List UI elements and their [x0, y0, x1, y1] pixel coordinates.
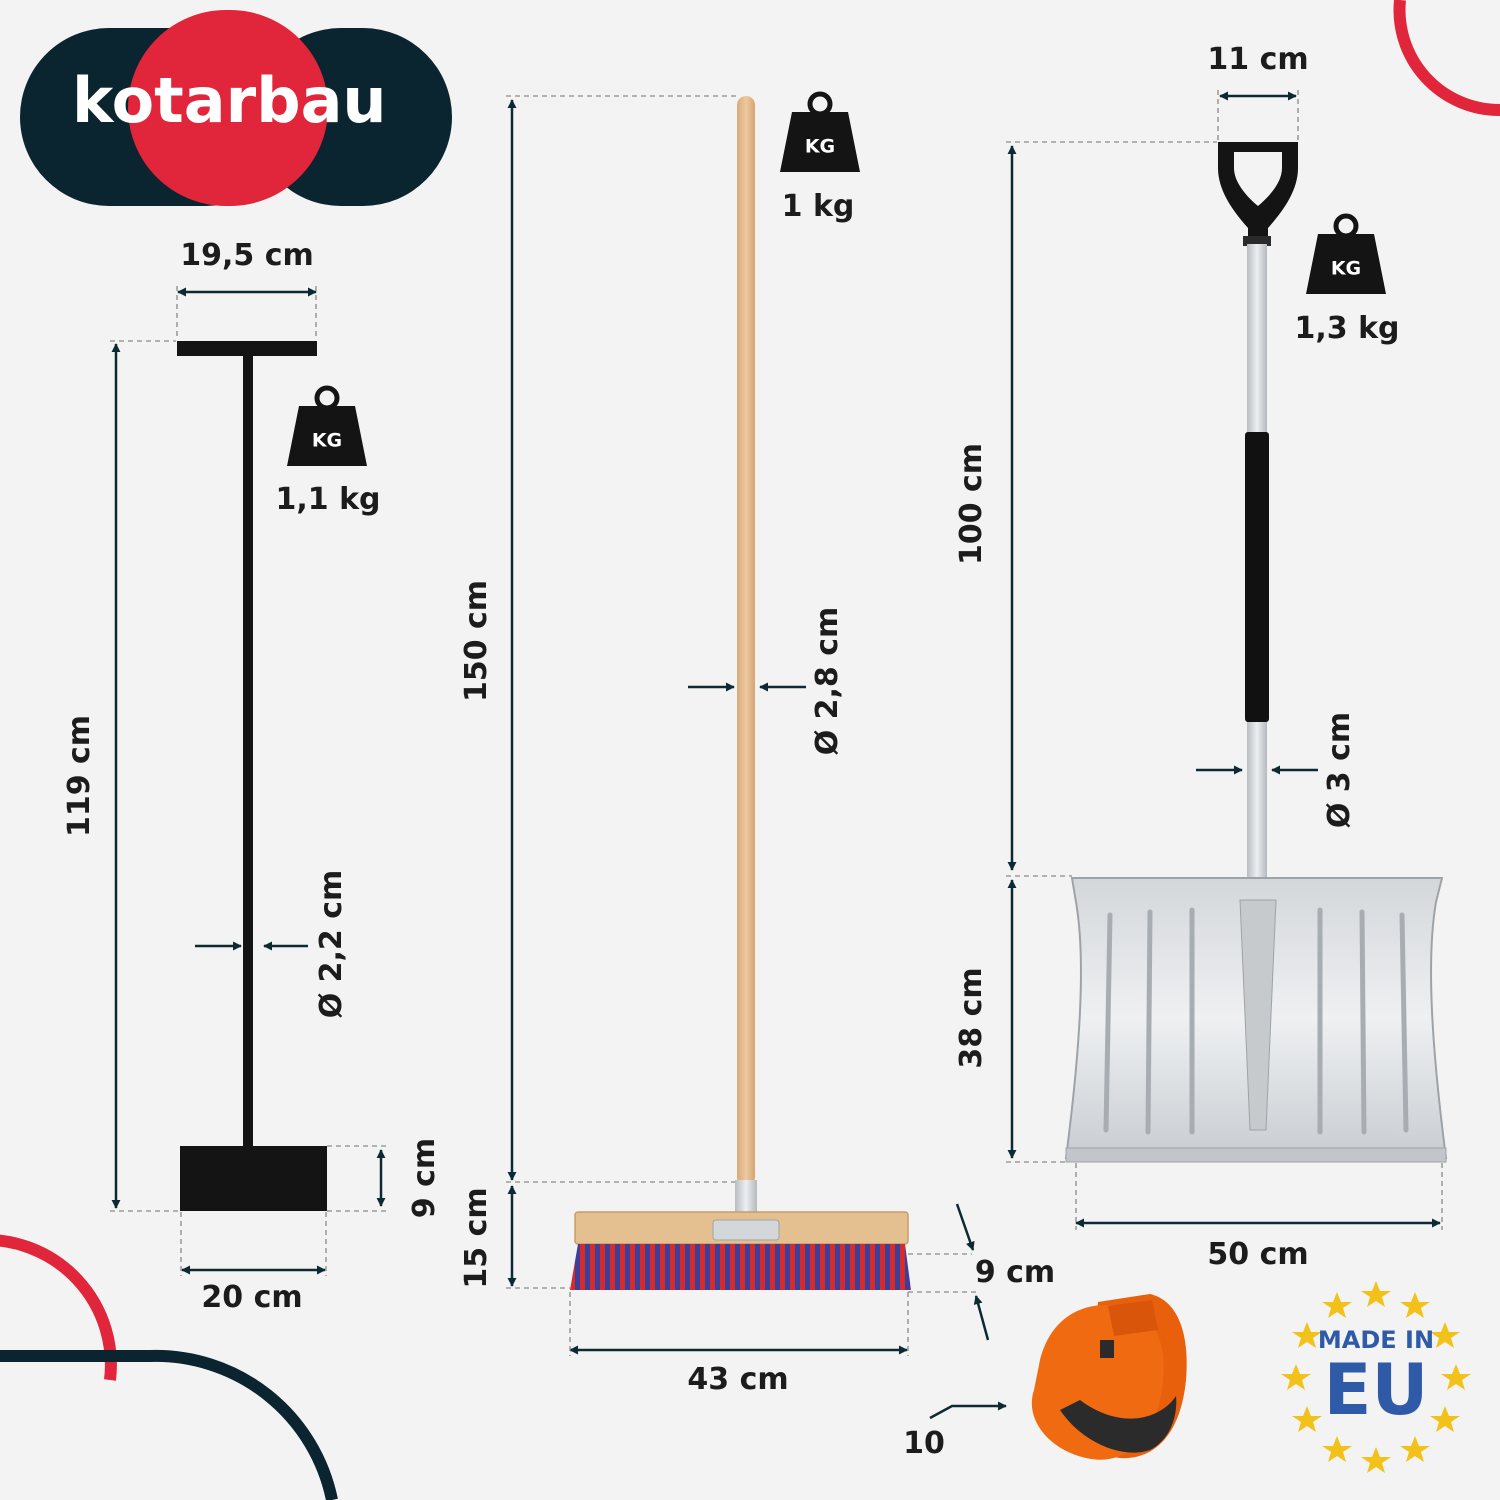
broom-handle-diameter-label: Ø 2,8 cm [810, 606, 845, 756]
snow-shovel [1064, 142, 1448, 1163]
work-gloves [1031, 1294, 1187, 1460]
shovel-dimension-lines [1007, 91, 1441, 1228]
brand-wordmark: kotarbau [72, 64, 387, 137]
shovel-shaft-length-label: 100 cm [954, 442, 989, 566]
brand-logo [20, 10, 452, 206]
weight-badge-scraper [287, 385, 367, 466]
ice-scraper [177, 341, 327, 1211]
scraper-shaft-diameter-label: Ø 2,2 cm [314, 869, 349, 1019]
gloves-pointer-line [929, 1401, 1007, 1420]
scraper-height-label: 119 cm [62, 714, 97, 838]
shovel-weight-label: 1,3 kg [1294, 311, 1400, 346]
made-in-label: MADE IN [1317, 1326, 1435, 1354]
scraper-blade-width-label: 20 cm [201, 1280, 303, 1315]
scraper-guide-lines [110, 286, 390, 1276]
gloves-quantity-label: 10 [903, 1426, 945, 1461]
scraper-weight-label: 1,1 kg [275, 482, 381, 517]
shovel-shaft-diameter-label: Ø 3 cm [1322, 711, 1357, 829]
street-broom [570, 96, 911, 1290]
broom-weight-label: 1 kg [781, 189, 855, 224]
broom-guide-lines [506, 95, 978, 1356]
kg-icon-label-shovel: KG [1330, 257, 1362, 280]
scraper-top-width-label: 19,5 cm [180, 238, 314, 273]
weight-badge-broom [780, 91, 860, 172]
shovel-blade-height-label: 38 cm [954, 967, 989, 1069]
broom-head-height-label: 15 cm [459, 1187, 494, 1289]
kg-icon-label-scraper: KG [311, 429, 343, 452]
shovel-guide-lines [1006, 90, 1443, 1230]
scraper-dimension-lines [111, 287, 386, 1275]
broom-bristle-length-label: 9 cm [974, 1255, 1056, 1290]
eu-label: EU [1323, 1349, 1429, 1431]
made-in-eu-badge [1281, 1281, 1471, 1473]
kg-icon-label-broom: KG [804, 135, 836, 158]
broom-head-width-label: 43 cm [687, 1362, 789, 1397]
scraper-blade-height-label: 9 cm [407, 1137, 442, 1219]
weight-badge-shovel [1306, 213, 1386, 294]
broom-dimension-lines [507, 99, 990, 1355]
shovel-blade-width-label: 50 cm [1207, 1237, 1309, 1272]
broom-handle-length-label: 150 cm [459, 579, 494, 703]
shovel-grip-width-label: 11 cm [1207, 42, 1309, 77]
